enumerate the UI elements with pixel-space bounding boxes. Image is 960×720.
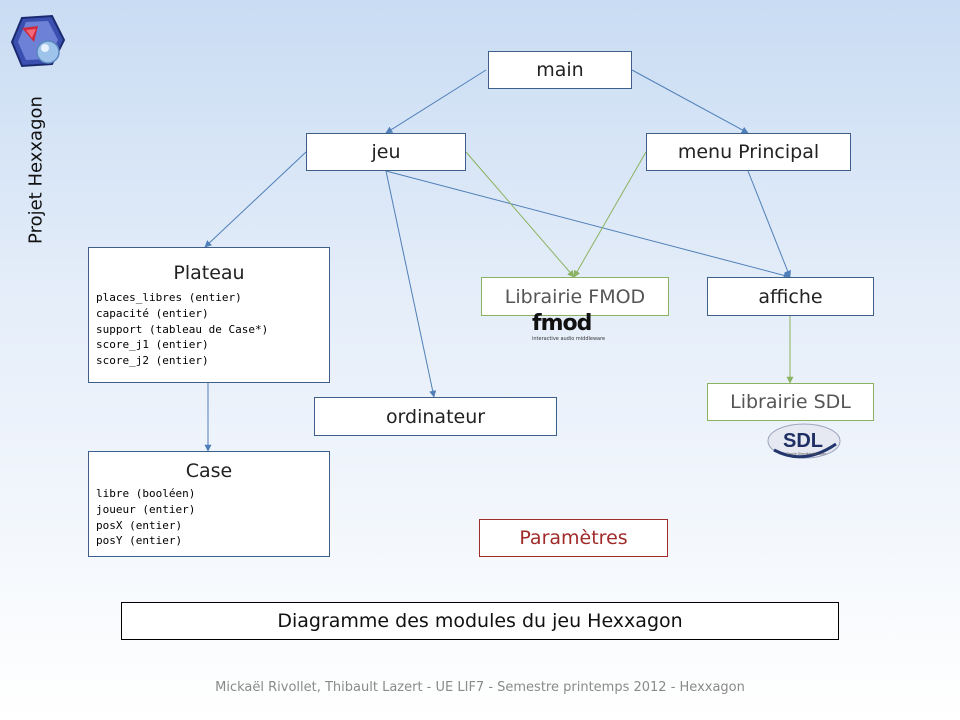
plateau-attribute: support (tableau de Case*) <box>96 322 269 336</box>
fmod-logo-subtitle: interactive audio middleware <box>532 336 606 342</box>
module-menu-principal: menu Principal <box>646 133 851 171</box>
case-attribute: joueur (entier) <box>96 502 196 516</box>
case-title: Case <box>185 460 233 482</box>
footer-credits: Mickaël Rivollet, Thibault Lazert - UE L… <box>215 680 745 695</box>
sdl-logo: SDL Simple DirectMedia Layer <box>766 422 842 466</box>
plateau-attribute: places_libres (entier) <box>96 291 242 304</box>
plateau-attribute: score_j2 (entier) <box>96 354 209 368</box>
diagram-caption: Diagramme des modules du jeu Hexxagon <box>121 602 839 640</box>
case-attribute: libre (booléen) <box>96 487 196 500</box>
case-attributes: libre (booléen) joueur (entier) posX (en… <box>96 486 329 549</box>
plateau-title: Plateau <box>173 262 245 284</box>
module-case: Case libre (booléen) joueur (entier) pos… <box>88 451 330 557</box>
arrow-menu-affiche <box>747 170 791 278</box>
sdl-logo-icon: SDL Simple DirectMedia Layer <box>767 423 841 459</box>
fmod-logo: fmod interactive audio middleware <box>532 311 618 343</box>
module-plateau: Plateau places_libres (entier) capacité … <box>88 247 330 383</box>
parametres-box: Paramètres <box>479 519 668 557</box>
case-attribute: posY (entier) <box>96 534 183 548</box>
arrow-main-jeu <box>385 69 487 134</box>
plateau-attribute: score_j1 (entier) <box>96 338 209 352</box>
module-affiche: affiche <box>707 277 874 316</box>
hexxagon-logo-icon <box>10 14 66 68</box>
sdl-logo-word: SDL <box>783 430 823 452</box>
arrow-main-menu <box>631 69 749 134</box>
library-fmod: Librairie FMOD <box>481 277 669 316</box>
library-sdl: Librairie SDL <box>707 383 874 421</box>
plateau-attribute: capacité (entier) <box>96 306 209 320</box>
arrow-jeu-plateau <box>204 151 307 248</box>
arrow-menu-fmod <box>573 151 647 278</box>
module-ordinateur: ordinateur <box>314 397 557 436</box>
case-attribute: posX (entier) <box>96 518 183 532</box>
arrow-jeu-fmod <box>465 151 575 278</box>
fmod-logo-word: fmod <box>532 311 592 336</box>
plateau-attributes: places_libres (entier) capacité (entier)… <box>96 290 329 369</box>
arrow-jeu-affiche <box>385 170 791 279</box>
sdl-logo-subtitle: Simple DirectMedia Layer <box>786 452 827 456</box>
arrow-jeu-ordinateur <box>385 170 437 398</box>
module-jeu: jeu <box>306 133 466 171</box>
module-main: main <box>488 51 632 89</box>
